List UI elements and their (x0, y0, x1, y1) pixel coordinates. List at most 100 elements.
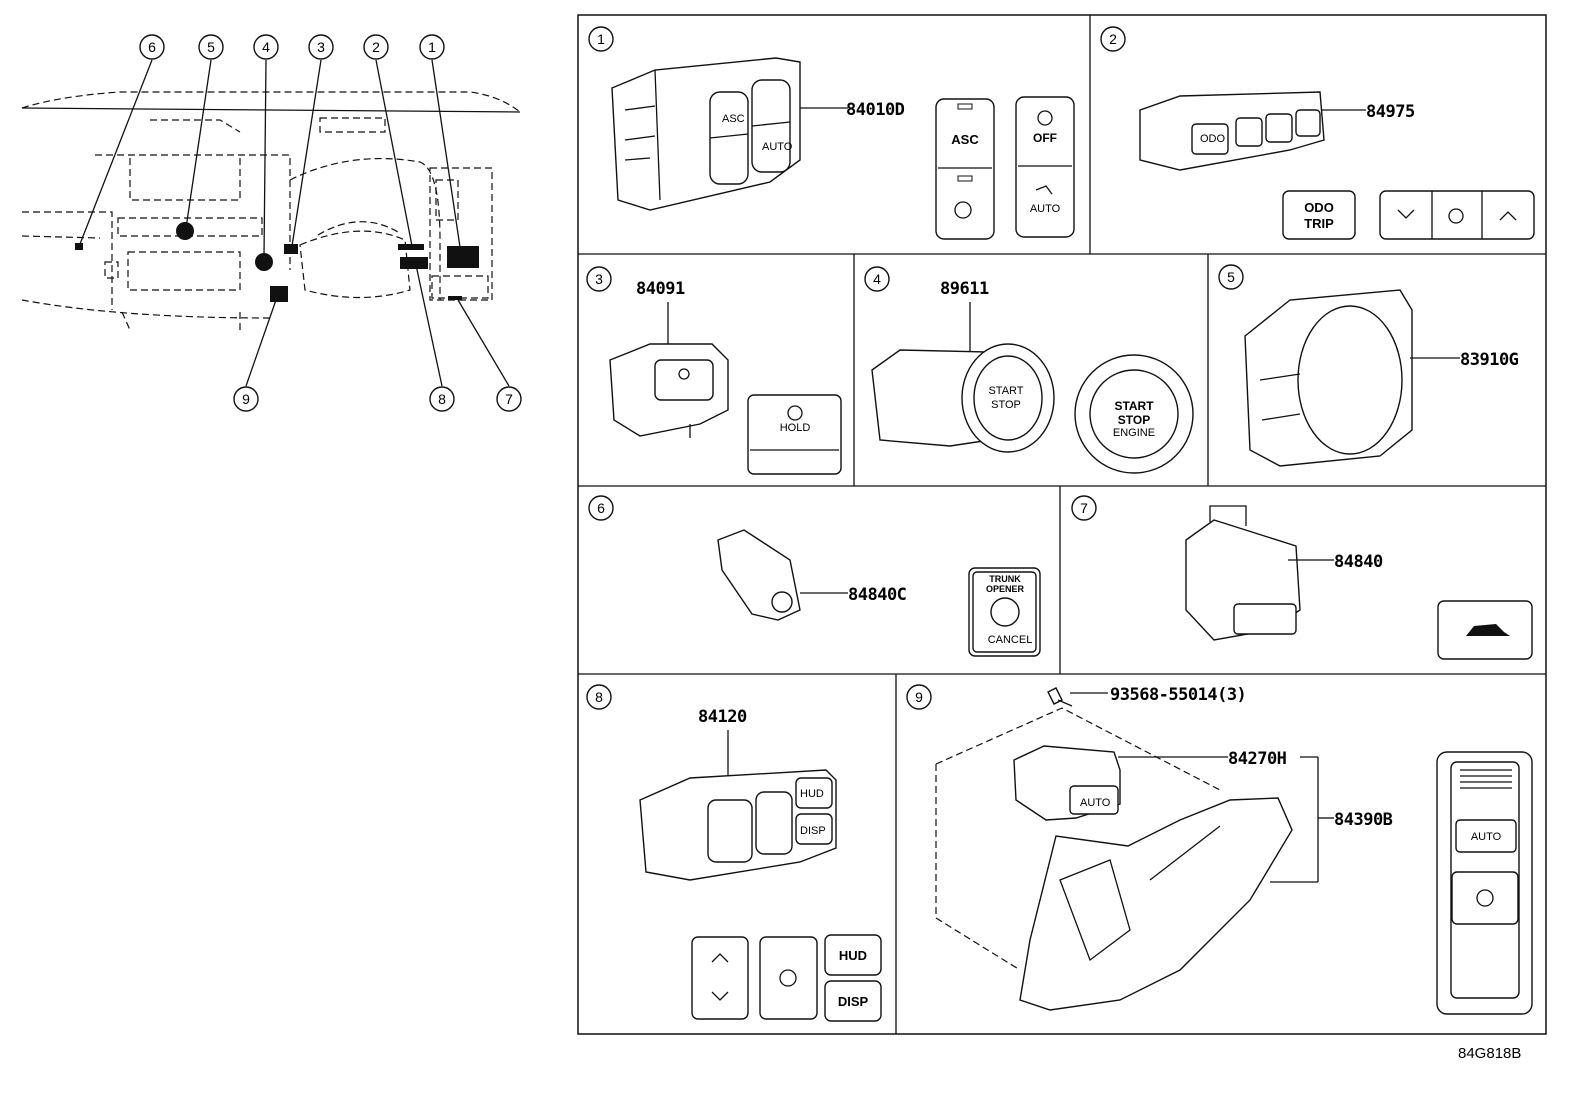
svg-text:DISP: DISP (800, 825, 826, 837)
part-number-84091: 84091 (636, 279, 685, 299)
hold-button-illustration: HOLD (747, 394, 842, 475)
overview-callout-8: 8 (429, 386, 455, 412)
svg-text:ENGINE: ENGINE (1113, 427, 1155, 439)
svg-text:HUD: HUD (800, 788, 824, 800)
steering-heat-icon (954, 201, 972, 219)
start-stop-button-illustration: START STOP ENGINE (1074, 354, 1194, 474)
svg-text:ASC: ASC (951, 132, 979, 147)
part-number-84270h: 84270H (1228, 749, 1287, 769)
part-number-84010d: 84010D (846, 100, 905, 120)
overview-callout-2: 2 (363, 34, 389, 60)
panel-6: 6 84840C TRUNK OPENER CANCEL (588, 495, 1041, 657)
overview-callout-3: 3 (308, 34, 334, 60)
parking-brake-icon (1476, 889, 1494, 907)
svg-text:HUD: HUD (839, 948, 867, 963)
svg-text:AUTO: AUTO (1030, 203, 1061, 215)
svg-text:7: 7 (1080, 500, 1088, 516)
svg-text:9: 9 (915, 689, 923, 705)
overview-callout-6: 6 (139, 34, 165, 60)
off-auto-button-illustration: OFF AUTO (1015, 96, 1075, 238)
overview-callout-4: 4 (253, 34, 279, 60)
console-panel-84390b-drawing (1019, 797, 1293, 1011)
svg-text:5: 5 (207, 39, 215, 55)
svg-text:START: START (988, 385, 1023, 397)
epb-switch-84270h-drawing: AUTO (1013, 745, 1121, 821)
diagram-code: 84G818B (1458, 1045, 1521, 1062)
panel-2: 2 ODO 84975 ODO TRIP (1100, 26, 1535, 240)
svg-text:ASC: ASC (722, 113, 745, 125)
illumination-icon (1448, 208, 1464, 224)
svg-text:4: 4 (873, 271, 881, 287)
auto-light-icon (1035, 185, 1053, 195)
illumination-button-illustration (759, 936, 818, 1020)
svg-text:CANCEL: CANCEL (988, 634, 1033, 646)
panel-5: 5 83910G (1218, 264, 1519, 467)
chevron-up-icon (1499, 211, 1517, 221)
dashboard-overview: 6 5 4 3 2 1 9 8 7 (21, 34, 522, 412)
svg-text:7: 7 (505, 391, 513, 407)
svg-text:8: 8 (438, 391, 446, 407)
illumination-icon (779, 969, 797, 987)
up-down-button-illustration (691, 936, 749, 1020)
svg-text:AUTO: AUTO (762, 141, 793, 153)
traction-off-icon (1037, 110, 1053, 126)
odo-trip-button-illustration: ODO TRIP (1282, 190, 1356, 240)
down-light-up-button-illustration (1379, 190, 1535, 240)
part-number-84840: 84840 (1334, 552, 1383, 572)
svg-text:START: START (1114, 399, 1154, 413)
svg-text:STOP: STOP (991, 399, 1021, 411)
panel-9: 9 93568-55014(3) AUTO 84270H 84390B (906, 684, 1533, 1015)
console-switch-panel-illustration: AUTO (1436, 751, 1533, 1015)
part-number-83910g: 83910G (1460, 350, 1519, 370)
svg-text:3: 3 (595, 271, 603, 287)
overview-callout-1: 1 (419, 34, 445, 60)
controller-83910g-drawing (1244, 289, 1413, 467)
svg-text:6: 6 (597, 500, 605, 516)
overview-callout-7: 7 (496, 386, 522, 412)
svg-text:STOP: STOP (1118, 413, 1150, 427)
car-trunk-icon (1466, 624, 1510, 636)
svg-text:OPENER: OPENER (986, 584, 1025, 594)
svg-text:9: 9 (242, 391, 250, 407)
part-number-93568-55014: 93568-55014(3) (1110, 685, 1246, 705)
overview-callout-9: 9 (233, 386, 259, 412)
overview-callout-5: 5 (198, 34, 224, 60)
part-number-84975: 84975 (1366, 102, 1415, 122)
svg-text:2: 2 (1109, 31, 1117, 47)
panel-7: 7 84840 (1071, 495, 1533, 660)
svg-text:HOLD: HOLD (780, 422, 811, 434)
chevron-down-icon (1397, 209, 1415, 219)
panel-1: 1 ASC AUTO 84010D ASC OFF (588, 26, 1075, 240)
svg-text:AUTO: AUTO (1080, 797, 1111, 809)
trunk-switch-84840c-drawing (717, 529, 801, 621)
switch-84091-drawing (609, 343, 729, 438)
switch-84120-drawing: HUD DISP (639, 769, 837, 881)
svg-text:OFF: OFF (1033, 131, 1057, 145)
svg-text:1: 1 (597, 31, 605, 47)
part-number-84840c: 84840C (848, 585, 906, 605)
svg-text:1: 1 (428, 39, 436, 55)
panel-8: 8 84120 HUD DISP HUD DISP (586, 684, 882, 1022)
switch-84975-drawing: ODO (1139, 91, 1325, 171)
svg-text:2: 2 (372, 39, 380, 55)
disp-button-illustration: DISP (824, 980, 882, 1022)
svg-text:ODO: ODO (1200, 133, 1226, 145)
chevron-up-icon (711, 953, 729, 963)
panel-3: 3 84091 HOLD (586, 266, 842, 475)
hud-button-illustration: HUD (824, 934, 882, 976)
svg-text:AUTO: AUTO (1471, 831, 1502, 843)
panel-grid (577, 14, 1547, 1035)
auto-hold-icon (787, 405, 803, 421)
screw-drawing (1047, 687, 1073, 707)
panel-4: 4 89611 START STOP START STOP ENGINE (864, 266, 1194, 474)
trunk-button-illustration (1437, 600, 1533, 660)
svg-text:DISP: DISP (838, 994, 869, 1009)
trunk-switch-84840-drawing (1185, 505, 1301, 641)
svg-text:ODO: ODO (1304, 200, 1334, 215)
asc-button-illustration: ASC (935, 98, 995, 240)
trunk-opener-button-illustration: TRUNK OPENER CANCEL (968, 567, 1041, 657)
svg-text:8: 8 (595, 689, 603, 705)
part-number-84390b: 84390B (1334, 810, 1393, 830)
chevron-down-icon (711, 991, 729, 1001)
